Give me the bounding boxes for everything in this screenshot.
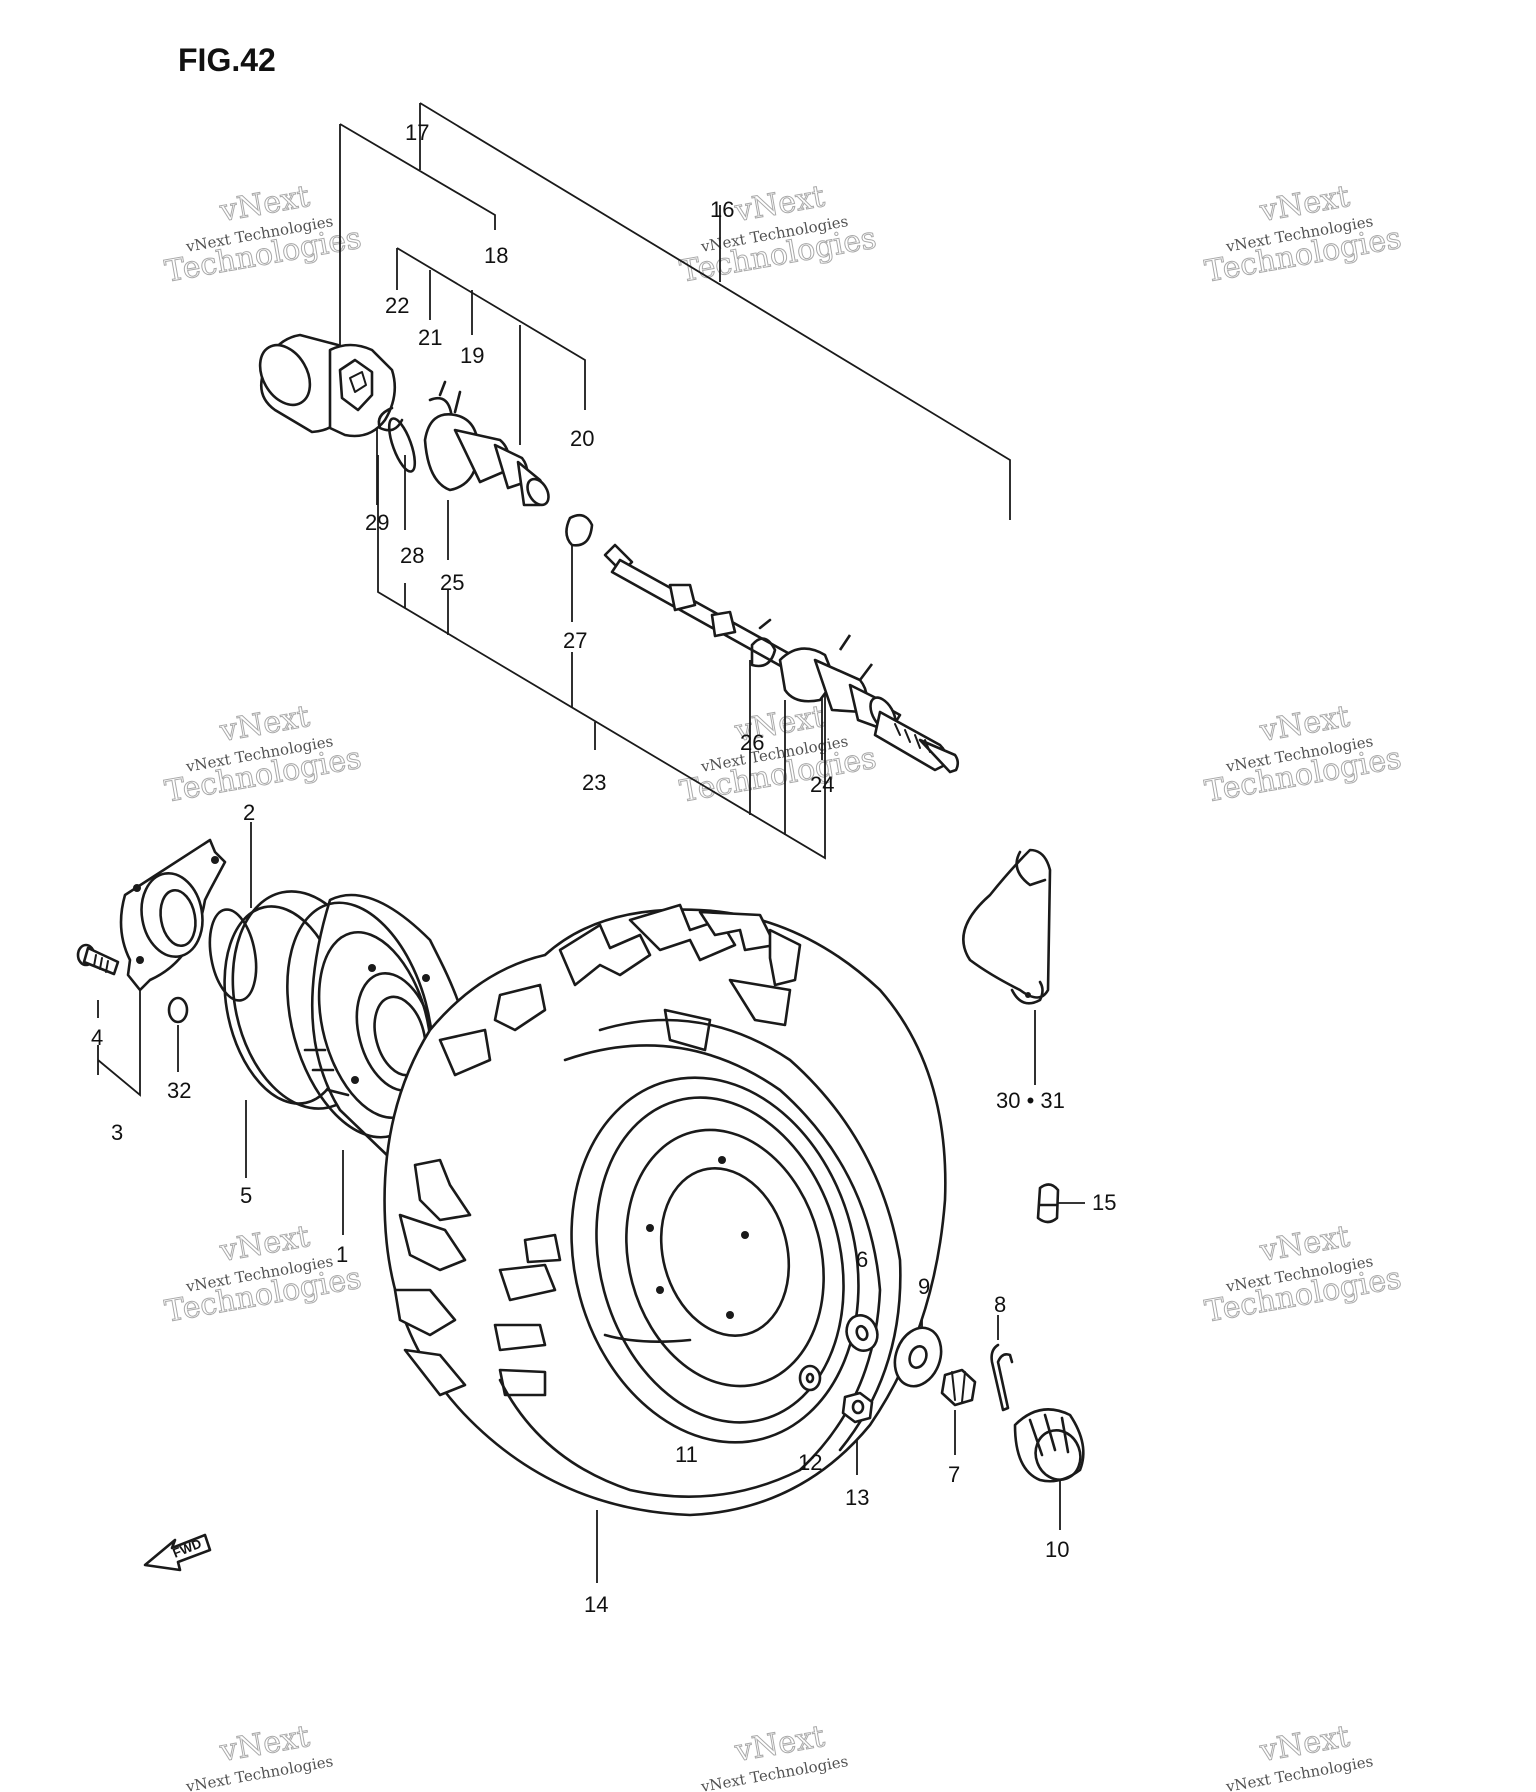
callout-12: 12 [798,1450,822,1475]
forward-direction-arrow: FWD [143,1533,212,1572]
callout-22: 22 [385,293,409,318]
valve-stem [1036,1183,1060,1224]
callout-20: 20 [570,426,594,451]
bolt [76,943,120,976]
hub-cap [1013,1408,1085,1483]
washer [893,1326,943,1388]
drive-shaft-assembly [258,333,960,774]
callout-23: 23 [582,770,606,795]
brake-plate [119,838,227,992]
watermark: vNext vNext Technologies [184,1719,335,1792]
watermark: vNext vNext Technologies Technologies [1202,1219,1405,1331]
washer [167,996,189,1024]
callout-5: 5 [240,1183,252,1208]
callout-labels: 17 16 18 22 21 19 20 29 28 25 27 23 26 2… [91,120,1116,1617]
callout-7: 7 [948,1462,960,1487]
callout-16: 16 [710,197,734,222]
washer [798,1364,822,1392]
mud-guard [962,848,1052,1005]
cotter-pin [990,1343,1014,1412]
callout-24: 24 [810,772,834,797]
boot-band [750,637,777,668]
nut [841,1391,874,1424]
watermark: vNext vNext Technologies [1224,1719,1375,1792]
callout-19: 19 [460,343,484,368]
watermark: vNext vNext Technologies Technologies [162,699,365,811]
callout-14: 14 [584,1592,608,1617]
callout-21: 21 [418,325,442,350]
callout-32: 32 [167,1078,191,1103]
watermark: vNext vNext Technologies Technologies [1202,179,1405,291]
callout-10: 10 [1045,1537,1069,1562]
circlip [377,406,404,432]
callout-15: 15 [1092,1190,1116,1215]
cv-boot-inner [423,413,550,507]
tire-wheel [383,903,947,1517]
castle-nut [940,1368,977,1407]
callout-30-31: 30 • 31 [996,1088,1065,1113]
callout-8: 8 [994,1292,1006,1317]
leader-lines [97,102,1085,1583]
watermark: vNext vNext Technologies [699,1719,850,1792]
callout-9: 9 [918,1274,930,1299]
watermark: vNext vNext Technologies Technologies [1202,699,1405,811]
ring [387,417,417,473]
callout-4: 4 [91,1025,103,1050]
watermark: vNext vNext Technologies Technologies [162,179,365,291]
callout-26: 26 [740,730,764,755]
callout-25: 25 [440,570,464,595]
watermark: vNext vNext Technologies Technologies [677,179,880,291]
callout-17: 17 [405,120,429,145]
callout-13: 13 [845,1485,869,1510]
cv-boot-outer [778,634,960,774]
washer [845,1314,879,1352]
callout-2: 2 [243,800,255,825]
figure-title: FIG.42 [178,42,276,78]
o-ring [208,908,258,1002]
callout-29: 29 [365,510,389,535]
watermark: vNext vNext Technologies Technologies [162,1219,365,1331]
callout-3: 3 [111,1120,123,1145]
boot-band [565,513,594,547]
callout-18: 18 [484,243,508,268]
callout-28: 28 [400,543,424,568]
callout-27: 27 [563,628,587,653]
cv-joint-housing [258,333,397,438]
callout-11: 11 [675,1442,698,1467]
callout-1: 1 [336,1242,348,1267]
callout-6: 6 [856,1247,868,1272]
